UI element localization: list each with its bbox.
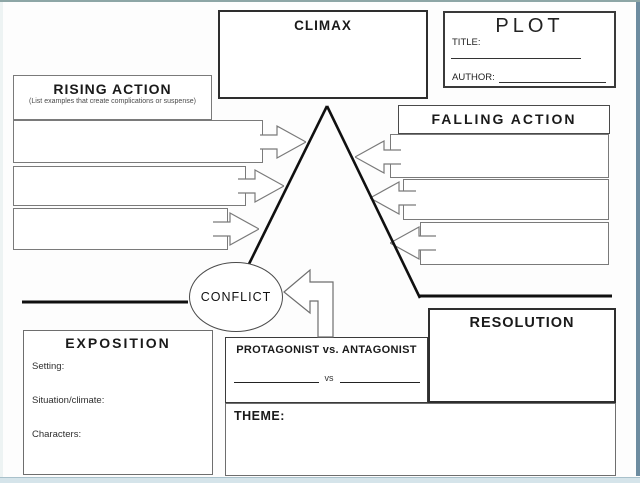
falling-action-title: FALLING ACTION [431,111,577,127]
rising-action-subtitle: (List examples that create complications… [29,98,196,105]
frame-left-edge [0,2,3,477]
falling-arrow-icon-1 [355,139,401,175]
rising-action-title: RISING ACTION [53,81,172,97]
antagonist-blank-line[interactable] [339,372,420,383]
conflict-label: CONFLICT [200,290,272,304]
falling-arrow-icon-3 [390,225,436,261]
protagonist-blank-line[interactable] [233,372,319,383]
falling-action-row-2[interactable] [403,179,609,220]
protagonist-title: PROTAGONIST vs. ANTAGONIST [236,344,417,356]
theme-box[interactable]: THEME: [225,403,616,476]
rising-action-header: RISING ACTION (List examples that create… [13,75,212,120]
rising-arrow-icon-3 [213,211,259,247]
rising-arrow-icon-1 [260,124,306,160]
resolution-box[interactable]: RESOLUTION [428,308,616,403]
protagonist-antagonist-box: PROTAGONIST vs. ANTAGONIST vs [225,337,428,403]
conflict-oval[interactable]: CONFLICT [189,262,283,332]
exposition-situation-label: Situation/climate: [32,395,105,406]
author-field-line[interactable] [498,70,606,83]
rising-action-row-1[interactable] [13,120,263,163]
author-field-label: AUTHOR: [452,72,495,83]
plot-heading: PLOT [495,15,564,37]
versus-label: vs [324,373,334,383]
plot-header-box: PLOT TITLE: AUTHOR: [443,11,616,88]
rising-action-row-3[interactable] [13,208,228,250]
falling-action-row-1[interactable] [390,134,609,178]
falling-action-header: FALLING ACTION [398,105,610,134]
falling-arrow-icon-2 [370,180,416,216]
falling-action-row-3[interactable] [420,222,609,265]
exposition-characters-label: Characters: [32,429,82,440]
title-field-label: TITLE: [452,37,481,48]
exposition-box[interactable]: EXPOSITION Setting: Situation/climate: C… [23,330,213,475]
climax-box[interactable]: CLIMAX [218,10,428,99]
author-field-row: AUTHOR: [452,70,606,83]
theme-label: THEME: [234,409,285,423]
frame-top-edge [0,0,640,2]
frame-bottom-edge [0,477,640,483]
exposition-title: EXPOSITION [65,335,171,351]
exposition-setting-label: Setting: [32,361,65,372]
rising-arrow-icon-2 [238,168,284,204]
frame-right-edge [636,2,640,476]
climax-title: CLIMAX [294,18,352,33]
rising-action-row-2[interactable] [13,166,246,206]
title-field-line[interactable] [451,58,581,59]
resolution-title: RESOLUTION [469,315,575,331]
versus-row: vs [232,372,421,383]
